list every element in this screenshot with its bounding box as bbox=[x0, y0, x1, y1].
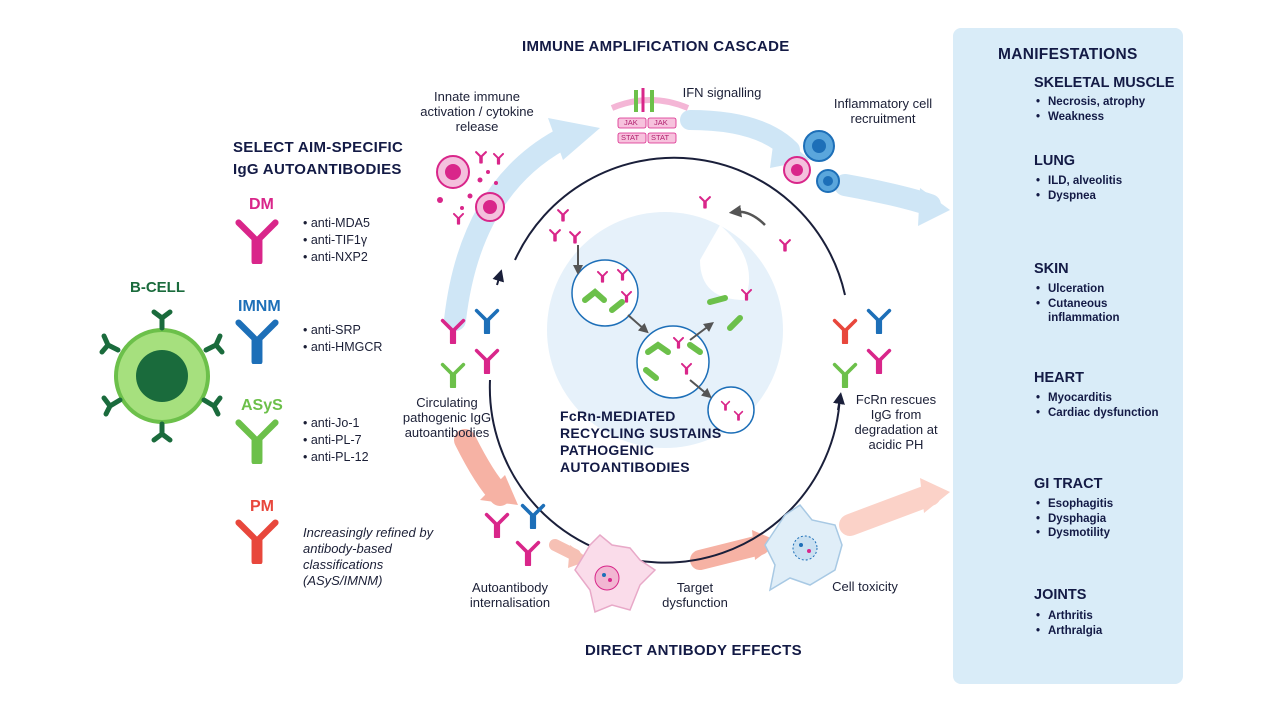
list-item: Esophagitis bbox=[1034, 497, 1113, 512]
manifestation-skeletal-muscle-list: Necrosis, atrophy Weakness bbox=[1034, 95, 1145, 124]
asys-antibody-icon bbox=[239, 420, 276, 461]
ifn-signalling-label: IFN signalling bbox=[682, 85, 762, 100]
list-item: Myocarditis bbox=[1034, 391, 1159, 406]
list-item: Weakness bbox=[1034, 110, 1145, 125]
cascade-title: IMMUNE AMPLIFICATION CASCADE bbox=[522, 38, 790, 55]
list-item: Dyspnea bbox=[1034, 189, 1122, 204]
direct-to-manifestations bbox=[839, 484, 941, 536]
recycling-arc-bottom bbox=[488, 379, 841, 564]
manifestation-gi-tract: GI TRACT bbox=[1034, 476, 1103, 492]
jak-label-1: JAK bbox=[624, 118, 638, 127]
internalisation-label: Autoantibody internalisation bbox=[469, 580, 551, 610]
b-cell-label: B-CELL bbox=[130, 279, 185, 296]
manifestation-lung: LUNG bbox=[1034, 153, 1076, 169]
lysosome bbox=[707, 386, 755, 434]
target-dysfunction-label: Target dysfunction bbox=[662, 580, 728, 610]
list-item: Cutaneous inflammation bbox=[1034, 297, 1144, 326]
list-item: anti-TIF1γ bbox=[303, 232, 370, 249]
inflammatory-cells-icon bbox=[783, 130, 840, 193]
cascade-arc-left bbox=[444, 129, 571, 331]
list-item: anti-NXP2 bbox=[303, 249, 370, 266]
cell-toxicity-label: Cell toxicity bbox=[832, 579, 898, 594]
class-asys-list: anti-Jo-1 anti-PL-7 anti-PL-12 bbox=[303, 415, 369, 466]
list-item: ILD, alveolitis bbox=[1034, 174, 1122, 189]
list-item: anti-PL-12 bbox=[303, 449, 369, 466]
manifestation-joints: JOINTS bbox=[1034, 587, 1087, 603]
manifestation-skeletal-muscle: SKELETAL MUSCLE bbox=[1034, 75, 1175, 91]
class-imnm-label: IMNM bbox=[238, 298, 281, 315]
list-item: anti-SRP bbox=[303, 322, 382, 339]
ifn-receptor-icon bbox=[610, 88, 690, 144]
select-autoantibodies-title: SELECT AIM-SPECIFIC IgG AUTOANTIBODIES bbox=[233, 139, 404, 178]
manifestations-panel bbox=[953, 28, 1183, 684]
class-asys-label: ASyS bbox=[241, 397, 283, 414]
inflammatory-recruitment-label: Inflammatory cell recruitment bbox=[833, 96, 933, 126]
list-item: anti-PL-7 bbox=[303, 432, 369, 449]
imnm-antibody-icon bbox=[239, 320, 276, 361]
fcrn-title: FcRn-MEDIATED RECYCLING SUSTAINS PATHOGE… bbox=[560, 408, 722, 475]
list-item: Dysphagia bbox=[1034, 512, 1113, 527]
manifestation-skin-list: Ulceration Cutaneous inflammation bbox=[1034, 282, 1144, 326]
manifestation-joints-list: Arthritis Arthralgia bbox=[1034, 609, 1102, 638]
pm-antibody-icon bbox=[239, 520, 276, 561]
class-dm-list: anti-MDA5 anti-TIF1γ anti-NXP2 bbox=[303, 215, 370, 266]
class-imnm-list: anti-SRP anti-HMGCR bbox=[303, 322, 383, 356]
manifestation-gi-tract-list: Esophagitis Dysphagia Dysmotility bbox=[1034, 497, 1113, 541]
stat-label-1: STAT bbox=[621, 133, 640, 142]
list-item: Dysmotility bbox=[1034, 526, 1113, 541]
manifestations-title: MANIFESTATIONS bbox=[998, 46, 1138, 63]
list-item: anti-HMGCR bbox=[303, 339, 383, 356]
list-item: Necrosis, atrophy bbox=[1034, 95, 1145, 110]
jak-label-2: JAK bbox=[654, 118, 668, 127]
list-item: Ulceration bbox=[1034, 282, 1144, 297]
manifestation-lung-list: ILD, alveolitis Dyspnea bbox=[1034, 174, 1122, 203]
class-pm-note: Increasingly refined by antibody-based c… bbox=[303, 525, 434, 588]
class-pm-label: PM bbox=[250, 498, 274, 515]
list-item: Arthritis bbox=[1034, 609, 1102, 624]
toxic-cell-icon bbox=[764, 503, 843, 592]
list-item: anti-Jo-1 bbox=[303, 415, 369, 432]
list-item: anti-MDA5 bbox=[303, 215, 370, 232]
manifestation-heart-list: Myocarditis Cardiac dysfunction bbox=[1034, 391, 1159, 420]
manifestation-heart: HEART bbox=[1034, 370, 1084, 386]
target-cell-icon bbox=[574, 533, 657, 614]
recycling-arc-top bbox=[514, 156, 846, 296]
dm-antibody-icon bbox=[239, 220, 276, 261]
manifestation-skin: SKIN bbox=[1034, 261, 1069, 277]
innate-activation-label: Innate immune activation / cytokine rele… bbox=[420, 89, 534, 134]
list-item: Arthralgia bbox=[1034, 624, 1102, 639]
stat-label-2: STAT bbox=[651, 133, 670, 142]
cascade-to-manifestations bbox=[834, 174, 941, 216]
list-item: Cardiac dysfunction bbox=[1034, 406, 1159, 421]
innate-immune-cells-icon bbox=[436, 155, 505, 222]
circulating-igg-label: Circulating pathogenic IgG autoantibodie… bbox=[402, 395, 492, 440]
fcrn-rescue-label: FcRn rescues IgG from degradation at aci… bbox=[854, 392, 938, 452]
class-dm-label: DM bbox=[249, 196, 274, 213]
b-cell bbox=[99, 309, 225, 443]
direct-effects-title: DIRECT ANTIBODY EFFECTS bbox=[585, 642, 802, 659]
